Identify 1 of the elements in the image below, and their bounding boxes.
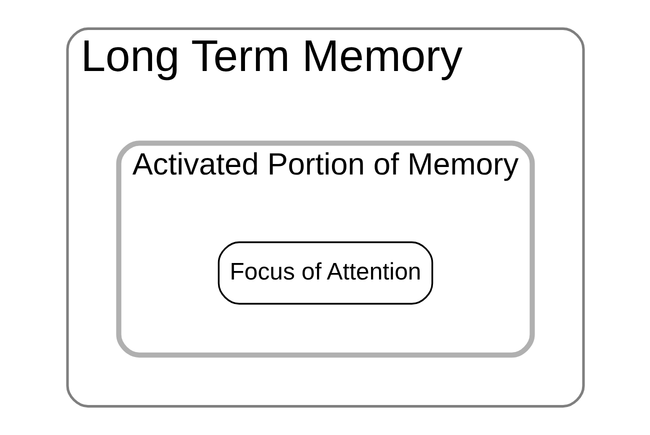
node-box: Focus of Attention	[217, 241, 433, 305]
